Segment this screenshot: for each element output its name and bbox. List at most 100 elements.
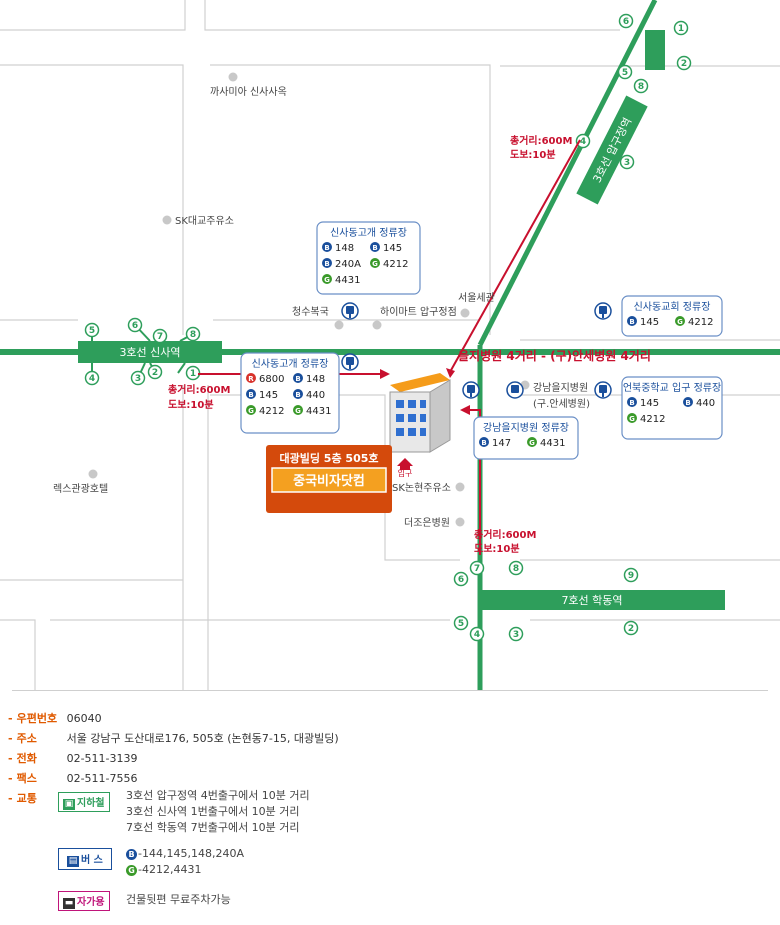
bus-stop-title: 신사동고개 정류장 (330, 227, 407, 239)
bus-number: 240A (335, 259, 361, 270)
entrance-label: 입구 (398, 469, 413, 478)
apgu-exit-6: 6 (623, 17, 629, 27)
landmark-gangnam-hospital: 강남을지병원 (533, 382, 588, 394)
landmark-kkasamia: 까사미아 신사사옥 (210, 86, 287, 98)
landmark-sk-nonhyeon: SK논현주유소 (392, 482, 451, 494)
bus-stop-title: 신사동교회 정류장 (634, 301, 711, 313)
exit-3: 3 (135, 374, 141, 384)
bus-number: 145 (640, 317, 659, 328)
bus-number: 145 (383, 243, 402, 254)
apgu-exit-3: 3 (624, 158, 630, 168)
bus-type-icon (246, 405, 256, 415)
bus-number: 4212 (383, 259, 408, 270)
landmark-himart: 하이마트 압구정점 (380, 305, 457, 318)
svg-text:B: B (248, 391, 253, 399)
bus-type-icon (293, 405, 303, 415)
svg-text:B: B (295, 391, 300, 399)
subway-badge: ▣지하철 (58, 791, 110, 812)
exit-1: 1 (190, 369, 196, 379)
bus-number: 4212 (259, 406, 284, 417)
bus-number: 4212 (688, 317, 713, 328)
landmark-sk-daegyo: SK대교주유소 (175, 215, 234, 227)
bus-stop-icon (341, 353, 359, 371)
exit-8: 8 (190, 330, 196, 340)
landmarks: 까사미아 신사사옥 SK대교주유소 청수복국 하이마트 압구정점 서울세관 렉스… (53, 72, 590, 529)
svg-text:B: B (295, 375, 300, 383)
bus-type-icon (293, 373, 303, 383)
bus-type-icon (527, 437, 537, 447)
office-label: 대광빌딩 5층 505호 중국비자닷컴 (266, 445, 392, 513)
landmark-rex: 렉스관광호텔 (53, 483, 108, 495)
svg-text:B: B (372, 244, 377, 252)
hak-exit-9: 9 (628, 571, 634, 581)
landmark-deojoeun: 더조은병원 (404, 517, 450, 529)
svg-text:R: R (248, 375, 254, 383)
apgu-exit-4: 4 (580, 137, 586, 147)
green-bus-icon: G (126, 865, 137, 876)
bus-type-icon (675, 316, 685, 326)
bus-number: 4431 (306, 406, 331, 417)
landmark-cheongsu: 청수복국 (292, 306, 329, 318)
bus-number: 147 (492, 438, 511, 449)
svg-text:B: B (685, 399, 690, 407)
bus-stop-title: 강남을지병원 정류장 (483, 422, 569, 434)
bus-number: 148 (306, 374, 325, 385)
bus-type-icon (627, 397, 637, 407)
bus-type-icon (479, 437, 489, 447)
landmark-gangnam-hospital-sub: (구.안세병원) (533, 398, 590, 410)
svg-text:B: B (324, 260, 329, 268)
divider (12, 690, 768, 691)
bus-type-icon (322, 274, 332, 284)
exit-4: 4 (89, 374, 95, 384)
svg-text:도보:10분: 도보:10분 (168, 399, 214, 411)
svg-text:G: G (677, 318, 683, 326)
bus-stop-icon (462, 381, 480, 399)
bus-stop-icon (341, 302, 359, 320)
bus-lines-text: B-144,145,148,240A G-4212,4431 (126, 846, 244, 878)
hak-exit-6: 6 (458, 575, 464, 585)
building-icon: 입구 (389, 373, 451, 478)
bus-type-icon (293, 389, 303, 399)
bus-number: 148 (335, 243, 354, 254)
bus-number: 6800 (259, 374, 284, 385)
apgu-exit-8: 8 (638, 82, 644, 92)
svg-text:B: B (324, 244, 329, 252)
bus-stop-title: 신사동고개 정류장 (252, 358, 329, 370)
exit-7: 7 (157, 332, 163, 342)
apgu-exit-1: 1 (678, 24, 684, 34)
train-icon: ▣ (63, 798, 75, 810)
apgujeong-exits: 6 1 5 2 8 4 3 (575, 13, 692, 170)
bus-type-icon (370, 242, 380, 252)
svg-text:G: G (324, 276, 330, 284)
svg-text:G: G (629, 415, 635, 423)
exit-5: 5 (89, 326, 95, 336)
svg-text:총거리:600M: 총거리:600M (474, 528, 536, 541)
bus-number: 145 (259, 390, 278, 401)
apgu-exit-2: 2 (681, 59, 687, 69)
hak-exit-3: 3 (513, 630, 519, 640)
bus-type-icon (370, 258, 380, 268)
bus-type-icon (683, 397, 693, 407)
svg-text:도보:10분: 도보:10분 (510, 149, 556, 161)
bus-stop-icon (594, 302, 612, 320)
svg-text:총거리:600M: 총거리:600M (510, 134, 572, 147)
subway-lines-text: 3호선 압구정역 4번출구에서 10분 거리 3호선 신사역 1번출구에서 10… (126, 789, 310, 834)
blue-bus-icon: B (126, 849, 137, 860)
svg-text:G: G (295, 407, 301, 415)
hak-exit-5: 5 (458, 619, 464, 629)
svg-text:G: G (248, 407, 254, 415)
company-name: 중국비자닷컴 (293, 473, 365, 489)
subway-section: ▣지하철 (58, 791, 110, 812)
svg-text:B: B (481, 439, 486, 447)
line7-hakdong-label: 7호선 학동역 (561, 594, 622, 607)
bus-stop-title: 언북중학교 입구 정류장 (623, 381, 721, 394)
exit-6: 6 (132, 321, 138, 331)
